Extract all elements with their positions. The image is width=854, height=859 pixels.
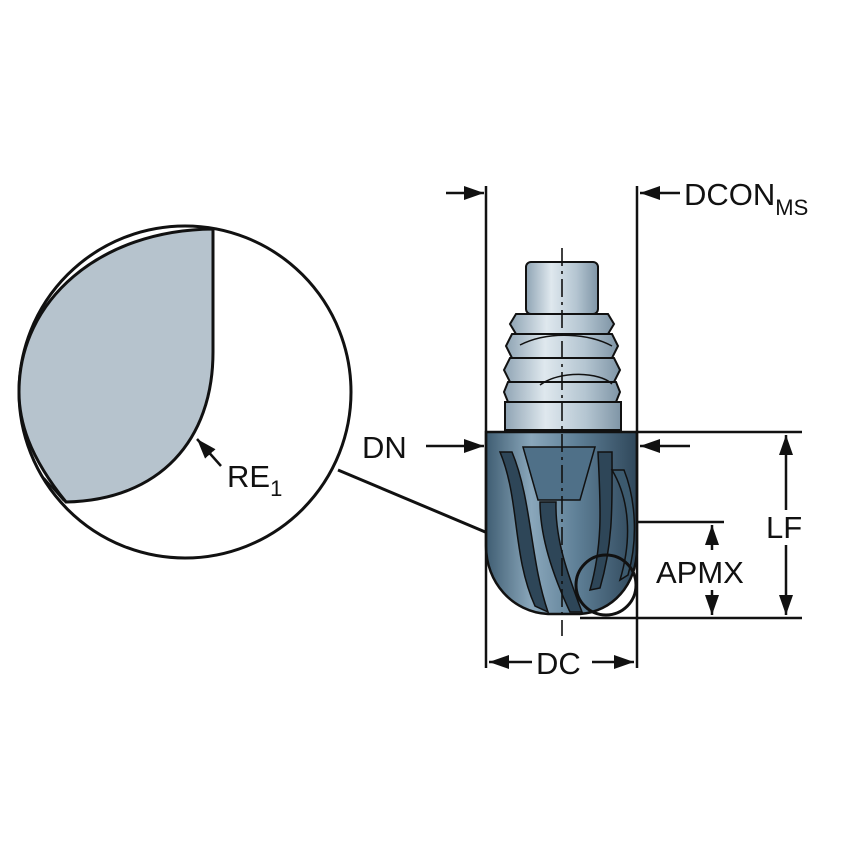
shank-collar [504,401,622,431]
lf-label: LF [766,510,802,545]
re1-label: RE1 [227,459,282,501]
apmx-label: APMX [656,555,744,590]
re1-leader [196,438,222,467]
dimensions [426,186,802,669]
detail-corner-fill [17,227,215,504]
detail-flank-line [43,477,65,502]
milling-head [484,248,639,636]
dcon-label: DCONMS [684,177,808,220]
detail-view: RE1 [17,224,353,560]
dc-label: DC [536,646,581,681]
dn-label: DN [362,430,407,465]
